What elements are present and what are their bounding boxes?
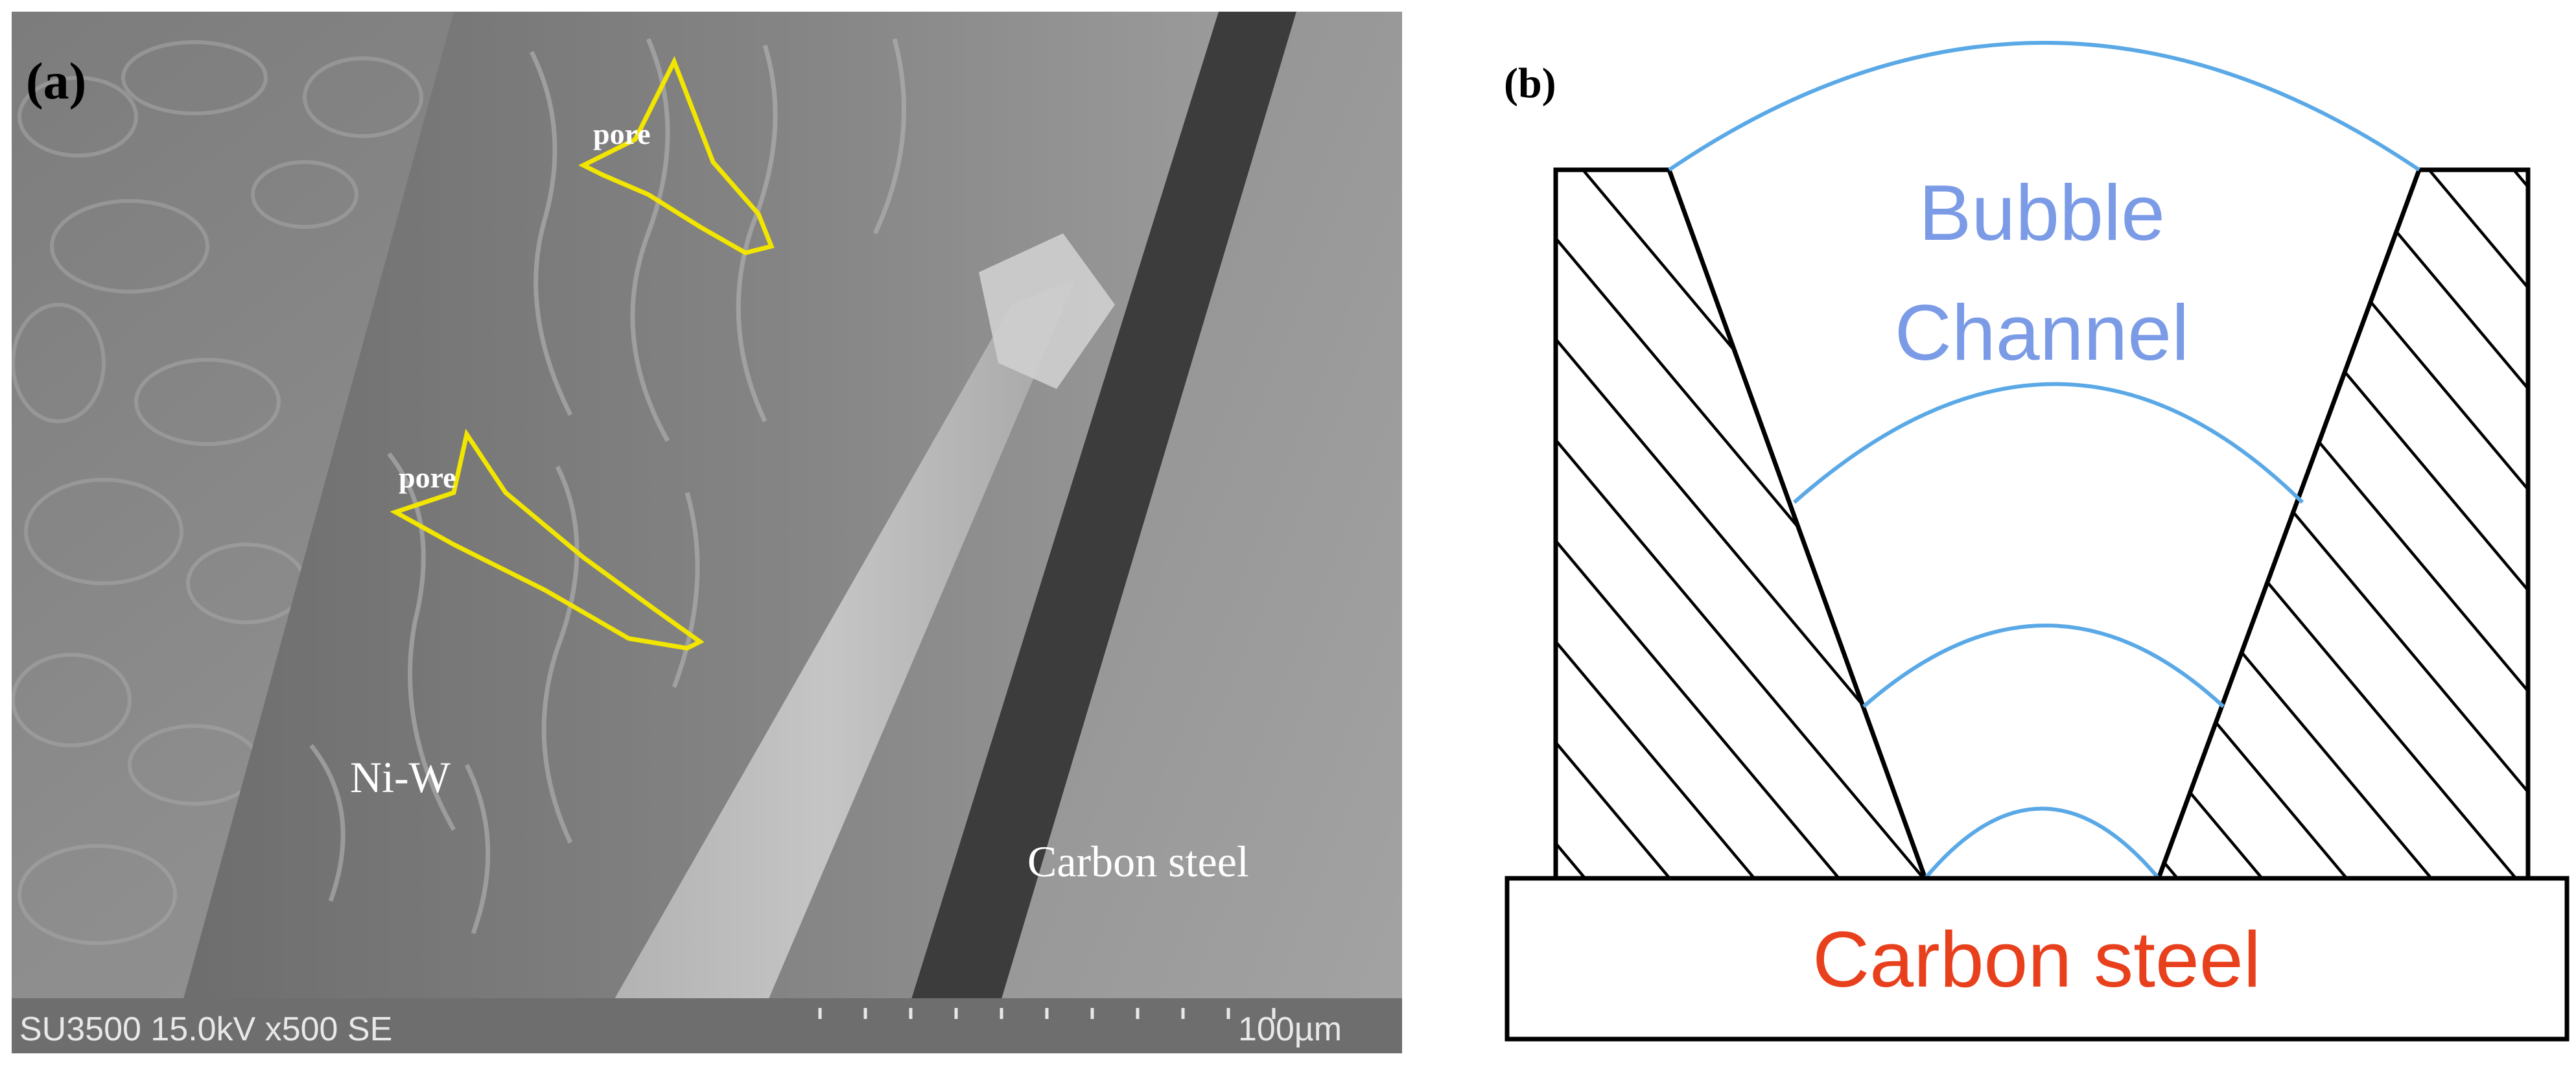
carbon-steel-label-b: Carbon steel: [1812, 915, 2261, 1003]
bubble-label-line-2: Channel: [1895, 288, 2189, 377]
surface-texture: [12, 40, 423, 945]
carbon-steel-region: [985, 12, 1402, 1053]
debris-fragment: [979, 233, 1115, 389]
sem-info-text: SU3500 15.0kV x500 SE: [19, 1011, 392, 1048]
carbon-steel-substrate: [1505, 876, 2570, 1042]
coating-columns: [309, 38, 906, 935]
pore-outline-1: [578, 56, 775, 255]
bubble-arc-3: [1862, 624, 2225, 708]
fracture-surface: [583, 279, 1076, 1053]
panel-b-label: (b): [1504, 60, 1556, 107]
bubble-arc-2: [1793, 382, 2304, 504]
scale-bar-ticks: [818, 1008, 1276, 1019]
right-wall: [2155, 167, 2531, 881]
panel-a-label: (a): [26, 53, 86, 110]
sem-info-bar: [12, 998, 1402, 1053]
ni-w-label: Ni-W: [350, 753, 451, 802]
bubble-arc-1: [1668, 41, 2420, 172]
panel-a: (a) pore pore Ni-W Carbon steel SU3500 1…: [12, 12, 1402, 1053]
interface-gap: [895, 12, 1296, 1053]
pore-label-1: pore: [593, 117, 651, 150]
sem-micrograph: [12, 12, 1402, 1053]
bubble-arc-4: [1923, 806, 2160, 880]
pore-outline-2: [390, 428, 705, 651]
panel-b: (b) Bubble Channel Carbon steel: [1504, 41, 2570, 1042]
left-wall: [1553, 167, 1928, 881]
carbon-steel-label-a: Carbon steel: [1027, 837, 1249, 886]
pore-label-2: pore: [399, 461, 456, 494]
scale-bar-label: 100µm: [1238, 1011, 1342, 1048]
bubble-arcs: [1668, 41, 2420, 880]
bubble-label-line-1: Bubble: [1919, 169, 2165, 257]
